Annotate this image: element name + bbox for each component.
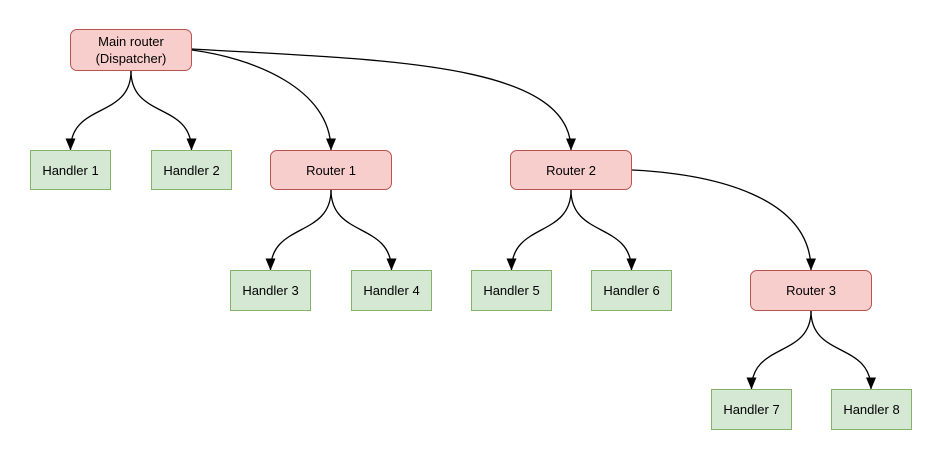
node-label: Handler 1 [42, 162, 99, 178]
node-label: Router 2 [546, 162, 596, 178]
node-handler-6: Handler 6 [591, 270, 672, 311]
edge-main-router-to-handler-1 [65, 70, 132, 151]
node-label: Handler 7 [723, 402, 780, 417]
node-label: Handler 6 [603, 283, 660, 298]
edge-router-1-to-handler-4 [330, 189, 397, 271]
node-label: Main router (Dispatcher) [95, 34, 167, 66]
node-handler-4: Handler 4 [351, 270, 432, 311]
edge-router-1-to-handler-3 [265, 189, 332, 271]
node-label: Handler 2 [163, 162, 220, 178]
node-handler-1: Handler 1 [30, 150, 111, 190]
edge-main-router-to-router-1 [191, 49, 336, 151]
node-label: Handler 5 [483, 283, 540, 298]
edge-router-3-to-handler-8 [810, 310, 876, 390]
node-handler-5: Handler 5 [471, 270, 552, 311]
edge-router-3-to-handler-7 [746, 310, 812, 390]
node-label: Router 1 [306, 162, 356, 178]
node-main-router: Main router (Dispatcher) [70, 29, 192, 71]
node-handler-2: Handler 2 [151, 150, 232, 190]
node-handler-7: Handler 7 [711, 389, 792, 430]
edge-router-2-to-handler-6 [570, 189, 637, 271]
edge-router-2-to-router-3 [631, 169, 816, 271]
node-router-1: Router 1 [270, 150, 392, 190]
node-label: Handler 8 [843, 402, 900, 417]
node-label: Router 3 [786, 283, 836, 298]
node-label: Handler 3 [242, 283, 299, 298]
edge-main-router-to-router-2 [191, 48, 576, 151]
node-router-3: Router 3 [750, 270, 872, 311]
node-handler-3: Handler 3 [230, 270, 311, 311]
node-label: Handler 4 [363, 283, 420, 298]
node-router-2: Router 2 [510, 150, 632, 190]
node-handler-8: Handler 8 [831, 389, 912, 430]
edge-router-2-to-handler-5 [506, 189, 572, 271]
edge-main-router-to-handler-2 [130, 70, 197, 151]
